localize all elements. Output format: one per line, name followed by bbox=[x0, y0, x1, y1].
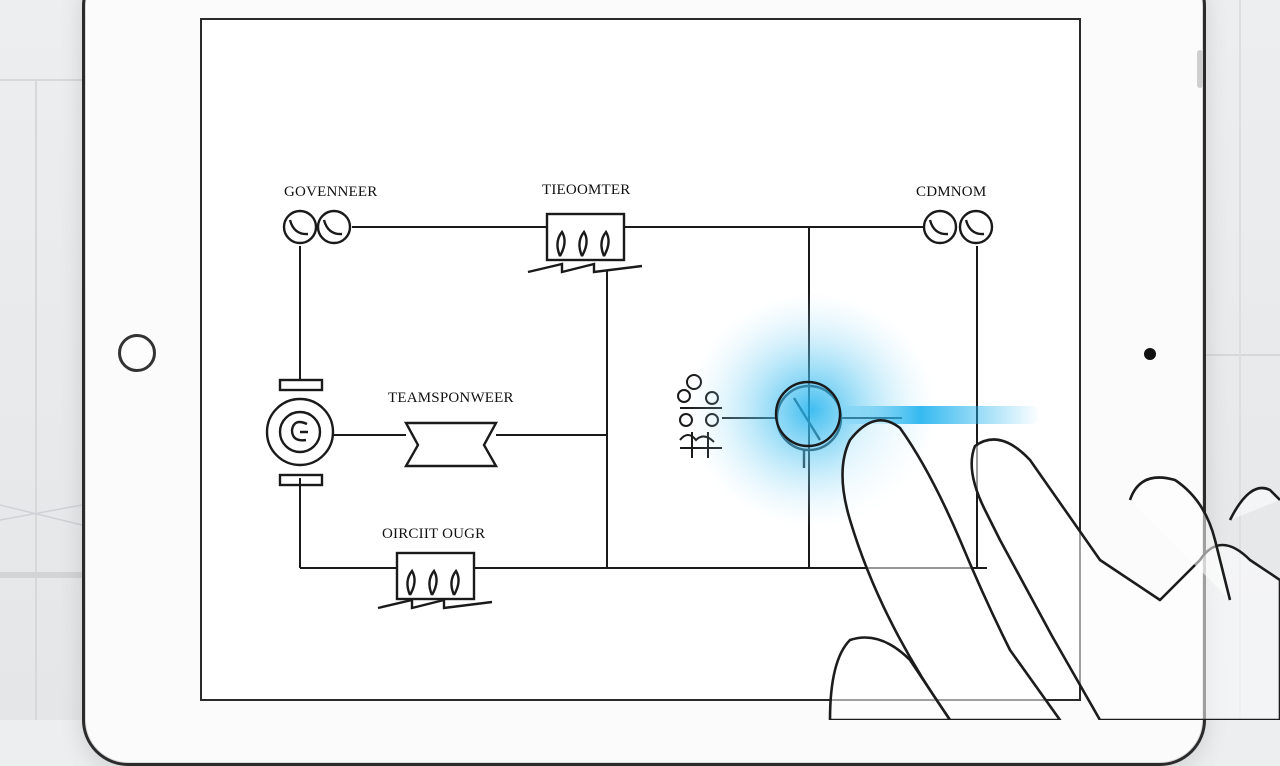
home-button-icon[interactable] bbox=[118, 334, 156, 372]
camera-icon bbox=[1144, 348, 1156, 360]
schematic-screen[interactable]: GOVENNEER TIEOOMTER CDMNOM TEAMSPONWEER … bbox=[200, 18, 1081, 701]
circuit-breaker-symbol[interactable] bbox=[377, 551, 493, 610]
label-transformer-top: TIEOOMTER bbox=[542, 182, 631, 198]
label-transformer-mid: TEAMSPONWEER bbox=[388, 390, 514, 406]
motor-symbol[interactable] bbox=[265, 378, 335, 487]
relay-symbol[interactable] bbox=[677, 374, 722, 458]
side-button[interactable] bbox=[1197, 50, 1203, 88]
label-generator: GOVENNEER bbox=[284, 184, 378, 200]
label-common: CDMNOM bbox=[916, 184, 987, 200]
transformer-top-symbol[interactable] bbox=[527, 212, 643, 274]
generator-symbol[interactable] bbox=[282, 209, 352, 245]
common-symbol[interactable] bbox=[922, 209, 994, 245]
label-circuit-breaker: OIRCIIT OUGR bbox=[382, 526, 486, 542]
transformer-mid-symbol[interactable] bbox=[403, 421, 499, 468]
circuit-schematic bbox=[265, 209, 994, 610]
